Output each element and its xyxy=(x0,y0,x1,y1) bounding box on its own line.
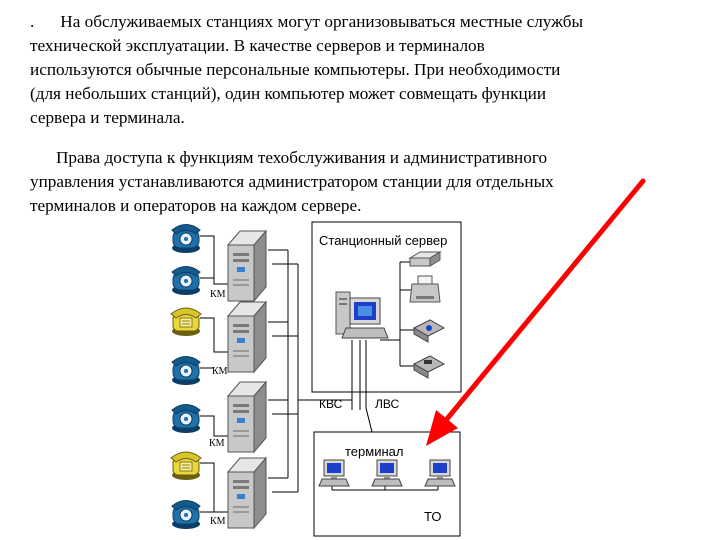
p1-line-3: используются обычные персональные компью… xyxy=(30,60,561,79)
p1-line-5: сервера и терминала. xyxy=(30,108,185,127)
printer-icon xyxy=(409,275,441,303)
server-tower-icon xyxy=(227,457,267,529)
station-server-label: Станционный сервер xyxy=(319,233,447,248)
terminal-label: терминал xyxy=(345,444,403,459)
telephone-icon xyxy=(171,356,201,386)
lvs-label: ЛВС xyxy=(375,397,399,411)
telephone-icon xyxy=(170,451,202,481)
server-tower-icon xyxy=(227,301,267,373)
telephone-icon xyxy=(171,224,201,254)
to-label: ТО xyxy=(424,509,441,524)
paragraph-lead-dot: . xyxy=(30,12,35,31)
server-tower-icon xyxy=(227,381,267,453)
telephone-icon xyxy=(171,404,201,434)
terminal-computer-icon xyxy=(318,459,350,487)
p1-line-4: (для небольших станций), один компьютер … xyxy=(30,84,547,103)
kvs-label: КВС xyxy=(319,397,343,411)
p2-line-1: Права доступа к функциям техобслуживания… xyxy=(56,148,548,167)
telephone-icon xyxy=(171,266,201,296)
terminal-computer-icon xyxy=(371,459,403,487)
p2-line-3: терминалов и операторов на каждом сервер… xyxy=(30,196,362,215)
km-label: КМ xyxy=(209,438,225,449)
station-server-computer-icon xyxy=(335,291,389,339)
p2-line-2: управления устанавливаются администратор… xyxy=(30,172,554,191)
tape-drive-icon xyxy=(412,319,446,343)
station-server-frame xyxy=(311,221,462,393)
disk-drive-icon xyxy=(412,355,446,379)
paragraph-local-services: . На обслуживаемых станциях могут организ… xyxy=(30,10,692,130)
red-arrow-icon xyxy=(426,178,646,446)
terminal-area-frame xyxy=(313,431,461,537)
telephone-icon xyxy=(171,500,201,530)
paragraph-access-rights: Права доступа к функциям техобслуживания… xyxy=(30,146,692,218)
km-label: КМ xyxy=(210,289,226,300)
terminal-computer-icon xyxy=(424,459,456,487)
p1-line-2: технической эксплуатации. В качестве сер… xyxy=(30,36,485,55)
km-label: КМ xyxy=(210,516,226,527)
modem-icon xyxy=(408,251,442,267)
phone-lines xyxy=(200,235,228,513)
p1-line-1: На обслуживаемых станциях могут организо… xyxy=(60,12,584,31)
server-tower-icon xyxy=(227,230,267,302)
km-label: КМ xyxy=(212,366,228,377)
telephone-icon xyxy=(170,307,202,337)
